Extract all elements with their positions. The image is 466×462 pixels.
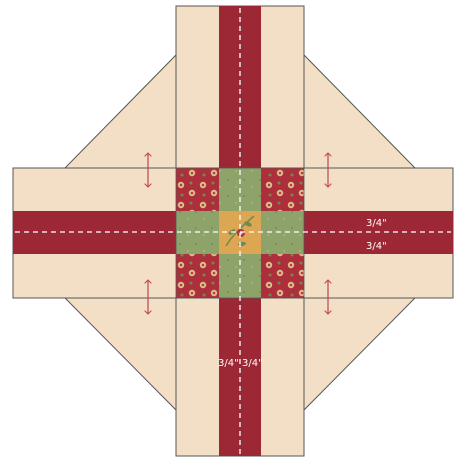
seam-label-bottom-left: 3/4" (218, 358, 239, 369)
print-square-bottom-left (176, 254, 219, 298)
corner-triangle-top-left (65, 55, 176, 168)
print-square-top-left (176, 168, 219, 211)
seam-label-right-lower: 3/4" (366, 241, 387, 252)
seam-label-bottom-right: 3/4" (242, 358, 263, 369)
corner-triangle-top-right (304, 55, 415, 168)
print-square-bottom-right (261, 254, 304, 298)
print-square-top-right (261, 168, 304, 211)
corner-triangle-bottom-right (304, 298, 415, 410)
corner-triangle-bottom-left (65, 298, 176, 410)
seam-label-right-upper: 3/4" (366, 218, 387, 229)
